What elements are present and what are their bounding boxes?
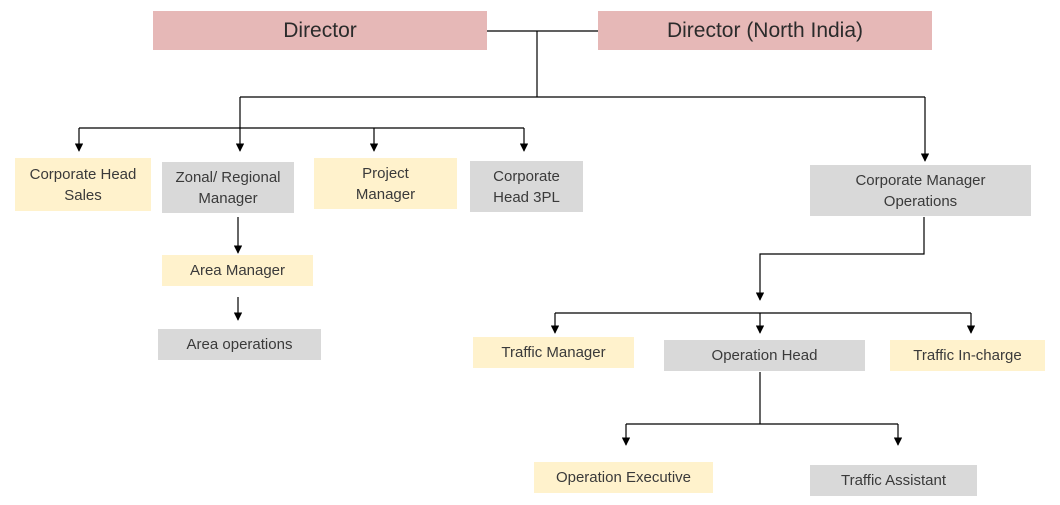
- zonal-regional-manager-node: Zonal/ Regional Manager: [162, 162, 294, 213]
- traffic-manager-node: Traffic Manager: [473, 337, 634, 368]
- corporate-head-3pl-node: Corporate Head 3PL: [470, 161, 583, 212]
- area-operations-node: Area operations: [158, 329, 321, 360]
- corporate-manager-operations-node: Corporate Manager Operations: [810, 165, 1031, 216]
- traffic-assistant-node: Traffic Assistant: [810, 465, 977, 496]
- corporate-head-sales-node: Corporate Head Sales: [15, 158, 151, 211]
- director-node: Director: [153, 11, 487, 50]
- traffic-incharge-node: Traffic In-charge: [890, 340, 1045, 371]
- arrow-to-ops-branch: [755, 217, 925, 301]
- project-manager-node: Project Manager: [314, 158, 457, 209]
- operation-head-node: Operation Head: [664, 340, 865, 371]
- area-manager-node: Area Manager: [162, 255, 313, 286]
- operation-executive-node: Operation Executive: [534, 462, 713, 493]
- director-north-india-node: Director (North India): [598, 11, 932, 50]
